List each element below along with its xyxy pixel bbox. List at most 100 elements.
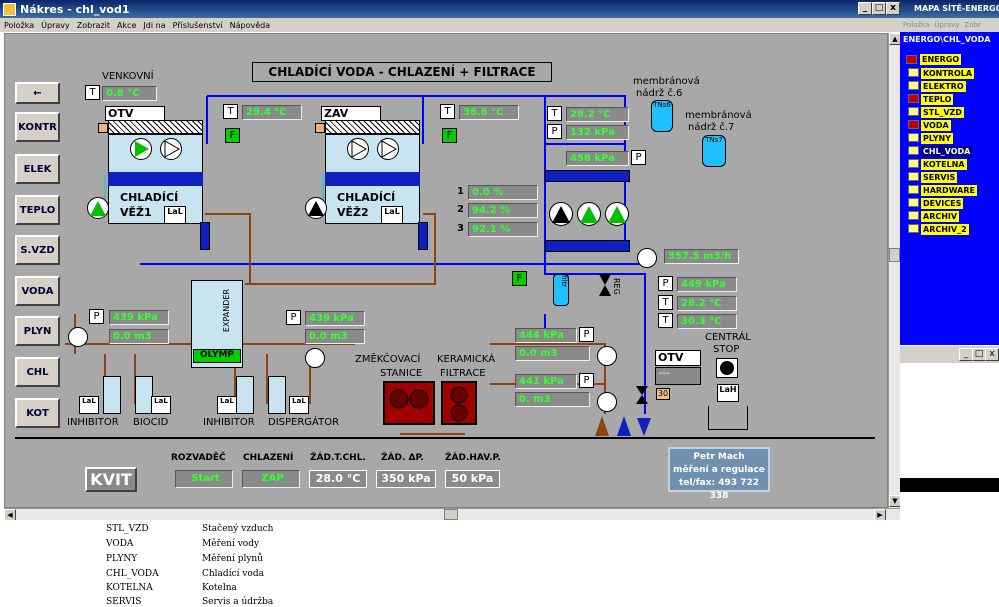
left-flowmeter-icon — [68, 327, 88, 347]
sub-close-button[interactable]: x — [985, 348, 999, 361]
menu-item[interactable]: Příslušenství — [172, 20, 223, 30]
app-icon — [3, 2, 16, 16]
tower1-level-switch: LaL — [164, 206, 186, 224]
sub-minimize-button[interactable]: _ — [959, 348, 973, 361]
menu-item[interactable]: Akce — [116, 20, 137, 30]
folder-icon — [908, 224, 919, 233]
ceramic-label1: KERAMICKÁ — [437, 354, 496, 365]
softener-pressure-sensor[interactable]: P — [579, 327, 594, 342]
menu-item[interactable]: Úpravy — [41, 20, 70, 30]
sub-window-bar — [900, 478, 999, 492]
back-button[interactable]: ← — [15, 82, 60, 104]
filter-icon: filtr — [553, 274, 569, 306]
tree-item-devices[interactable]: DEVICES — [921, 198, 964, 209]
nav-voda-button[interactable]: VODA — [15, 276, 60, 306]
tree-item-plyny[interactable]: PLYNY — [921, 133, 953, 144]
bottom-divider — [15, 437, 875, 439]
filtration-pressure-sensor[interactable]: P — [579, 373, 594, 388]
horizontal-scrollbar[interactable]: ◀ ▶ — [4, 508, 900, 521]
tree-item-teplo[interactable]: TEPLO — [921, 94, 954, 105]
mid-volume-value: 0.0 m3 — [305, 329, 365, 344]
tree-item-stl-vzd[interactable]: STL_VZD — [921, 107, 964, 118]
tower2-fan2-icon — [377, 138, 399, 160]
tower2-pump-icon — [305, 197, 327, 219]
tower2-basin — [325, 172, 420, 186]
outdoor-temp-sensor[interactable]: T — [85, 85, 100, 100]
tree-item-elektro[interactable]: ELEKTRO — [921, 81, 966, 92]
zad-dp-input[interactable]: 350 kPa — [376, 470, 436, 488]
diagram-title: CHLADÍCÍ VODA - CHLAZENÍ + FILTRACE — [252, 62, 552, 82]
pump-pressure-sensor[interactable]: P — [631, 150, 646, 165]
maximize-button[interactable]: □ — [872, 2, 886, 15]
zad-t-chl-header: ŽÁD.T.CHL. — [310, 453, 366, 463]
nav-svzd-button[interactable]: S.VZD — [15, 235, 60, 265]
tower1-fan-status[interactable]: F — [225, 128, 240, 143]
filter-status[interactable]: F — [512, 271, 527, 286]
mid-pressure-sensor[interactable]: P — [286, 310, 301, 325]
pump2-icon — [577, 202, 601, 226]
tower1-heat-exchanger — [200, 222, 210, 250]
close-button[interactable]: x — [886, 2, 900, 15]
tree-item-voda[interactable]: VODA — [921, 120, 951, 131]
outdoor-label: VENKOVNÍ — [102, 71, 154, 82]
tower2-fill — [325, 120, 420, 134]
chlazeni-header: CHLAZENÍ — [243, 453, 294, 463]
nav-chl-button[interactable]: CHL — [15, 357, 60, 387]
menu-item[interactable]: Jdi na — [143, 20, 166, 30]
tree-item-archiv[interactable]: ARCHIV — [921, 211, 960, 222]
tank7-label1: membránová — [685, 110, 752, 121]
network-menu-item[interactable]: Položka — [903, 21, 930, 29]
expander-label: EXPANDER — [222, 289, 231, 333]
devices-icon — [908, 198, 919, 207]
tree-item-archiv-2[interactable]: ARCHIV_2 — [921, 224, 969, 235]
nav-elek-button[interactable]: ELEK — [15, 154, 60, 184]
dosing-level-3: LaL — [217, 396, 237, 414]
left-pressure-sensor[interactable]: P — [89, 309, 104, 324]
nav-kot-button[interactable]: KOT — [15, 398, 60, 428]
zad-dp-header: ŽÁD. ΔP. — [381, 453, 424, 463]
horizontal-scroll-thumb[interactable] — [444, 509, 458, 520]
filtration-pressure-value: 441 kPa — [515, 374, 577, 389]
central-stop-button[interactable] — [716, 358, 738, 378]
minimize-button[interactable]: _ — [858, 2, 872, 15]
supply-pressure-sensor[interactable]: P — [658, 276, 673, 291]
credit-role: měření a regulace — [673, 465, 765, 475]
supply-temp1-sensor[interactable]: T — [658, 295, 673, 310]
sub-maximize-button[interactable]: □ — [972, 348, 986, 361]
zad-t-chl-input[interactable]: 28.0 °C — [309, 470, 367, 488]
ceramic-filter-icon — [441, 381, 477, 425]
network-menu-item[interactable]: Zobr — [964, 21, 981, 29]
menu-item[interactable]: Zobrazit — [76, 20, 110, 30]
tree-item-hardware[interactable]: HARDWARE — [921, 185, 977, 196]
vertical-scroll-thumb[interactable] — [889, 248, 900, 262]
tower2-fan-status[interactable]: F — [442, 128, 457, 143]
network-menu-item[interactable]: Úpravy — [934, 21, 960, 29]
tower2-heat-exchanger — [418, 222, 428, 250]
kvit-button[interactable]: KVIT — [85, 467, 137, 492]
scroll-up-icon[interactable]: ▲ — [889, 33, 901, 45]
tower2-temp-sensor[interactable]: T — [440, 104, 455, 119]
vertical-scrollbar[interactable]: ▲ ▼ — [888, 33, 901, 508]
tower1-temp-sensor[interactable]: T — [223, 104, 238, 119]
mid-flowmeter-icon — [305, 348, 325, 368]
otv-tag: OTV — [655, 350, 701, 366]
nav-plyn-button[interactable]: PLYN — [15, 316, 60, 346]
nav-teplo-button[interactable]: TEPLO — [15, 195, 60, 225]
folder-icon — [908, 81, 919, 90]
tree-item-kontrola[interactable]: KONTROLA — [921, 68, 975, 79]
supply-temp2-sensor[interactable]: T — [658, 313, 673, 328]
zad-hav-p-input[interactable]: 50 kPa — [445, 470, 500, 488]
tree-item-chl-voda[interactable]: CHL_VODA — [921, 146, 973, 157]
nav-kontr-button[interactable]: KONTR — [15, 112, 60, 142]
tree-item-kotelna[interactable]: KOTELNA — [921, 159, 967, 170]
return-pressure-sensor[interactable]: P — [547, 124, 562, 139]
tree-item-energo[interactable]: ENERGO — [920, 54, 962, 65]
menu-item[interactable]: Nápověda — [229, 20, 271, 30]
tree-item-servis[interactable]: SERVIS — [921, 172, 958, 183]
menu-item[interactable]: Položka — [4, 20, 35, 30]
network-tree: ENERGO KONTROLA ELEKTRO TEPLO STL_VZD VO… — [900, 48, 999, 345]
credit-phone: tel/fax: 493 722 338 — [678, 478, 759, 501]
left-volume-value: 0.0 m3 — [109, 329, 169, 344]
tower2-temp-value: 36.6 °C — [459, 105, 519, 120]
return-temp-sensor[interactable]: T — [547, 106, 562, 121]
